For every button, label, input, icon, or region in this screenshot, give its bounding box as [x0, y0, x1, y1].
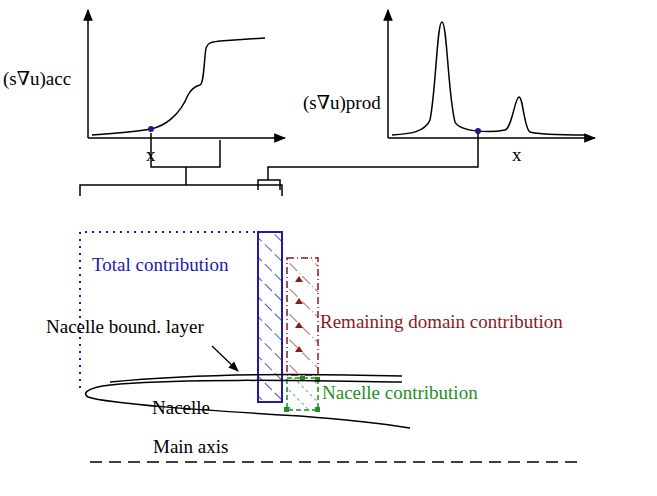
part-label: Nacelle bound. layer	[46, 316, 204, 338]
axis-label: x	[146, 144, 156, 166]
nacelle-strip	[287, 378, 318, 410]
axis-label: (s∇u)acc	[3, 68, 71, 90]
axis-label: x	[512, 144, 522, 166]
main-axis-line	[90, 461, 578, 463]
remaining-strip	[287, 258, 318, 375]
production-chart	[388, 10, 595, 138]
part-label: Nacelle	[152, 397, 210, 419]
region-label: Nacelle contribution	[322, 382, 478, 404]
axis-label: (s∇u)prod	[303, 92, 381, 114]
leader-line	[212, 346, 238, 371]
axis-name: Main axis	[150, 436, 231, 458]
accumulated-chart	[88, 10, 285, 138]
total-region-outline	[80, 232, 258, 388]
region-label: Remaining domain contribution	[320, 311, 563, 333]
region-label: Total contribution	[92, 254, 228, 276]
bracket-lines	[80, 133, 478, 196]
remaining-markers	[295, 276, 303, 352]
total-strip	[258, 232, 282, 402]
sample-dot	[148, 126, 154, 132]
